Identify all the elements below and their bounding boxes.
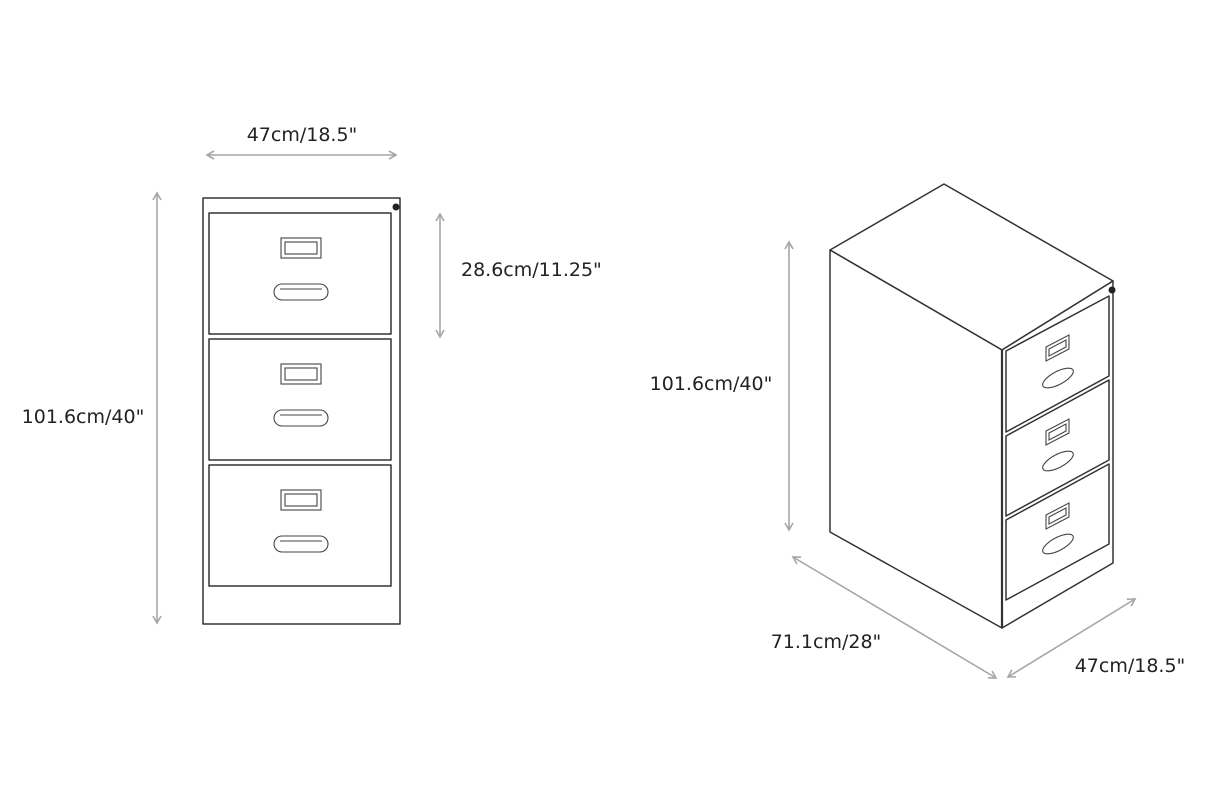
drawer-height-label: 28.6cm/11.25" bbox=[461, 259, 602, 281]
perspective-view-cabinet bbox=[829, 183, 1116, 629]
perspective-width-label: 47cm/18.5" bbox=[1075, 655, 1186, 677]
drawer-handle-icon bbox=[273, 409, 329, 427]
perspective-drawer-2 bbox=[1005, 379, 1110, 517]
perspective-drawer-1 bbox=[1005, 295, 1110, 433]
front-width-label: 47cm/18.5" bbox=[247, 124, 358, 146]
perspective-depth-arrow bbox=[791, 556, 998, 679]
lock-icon bbox=[1108, 286, 1116, 294]
drawer-handle-icon bbox=[273, 535, 329, 553]
perspective-height-label: 101.6cm/40" bbox=[650, 373, 773, 395]
front-view-cabinet bbox=[202, 197, 401, 625]
front-height-label: 101.6cm/40" bbox=[22, 406, 145, 428]
perspective-depth-label: 71.1cm/28" bbox=[771, 631, 882, 653]
front-drawer-3 bbox=[208, 464, 392, 587]
drawer-handle-icon bbox=[1042, 450, 1074, 472]
front-drawer-1 bbox=[208, 212, 392, 335]
drawer-handle-icon bbox=[1042, 533, 1074, 555]
perspective-drawer-3 bbox=[1005, 463, 1110, 601]
lock-icon bbox=[392, 203, 400, 211]
drawer-handle-icon bbox=[273, 283, 329, 301]
front-drawer-2 bbox=[208, 338, 392, 461]
drawer-handle-icon bbox=[1042, 367, 1074, 389]
perspective-width-arrow bbox=[1006, 598, 1137, 678]
